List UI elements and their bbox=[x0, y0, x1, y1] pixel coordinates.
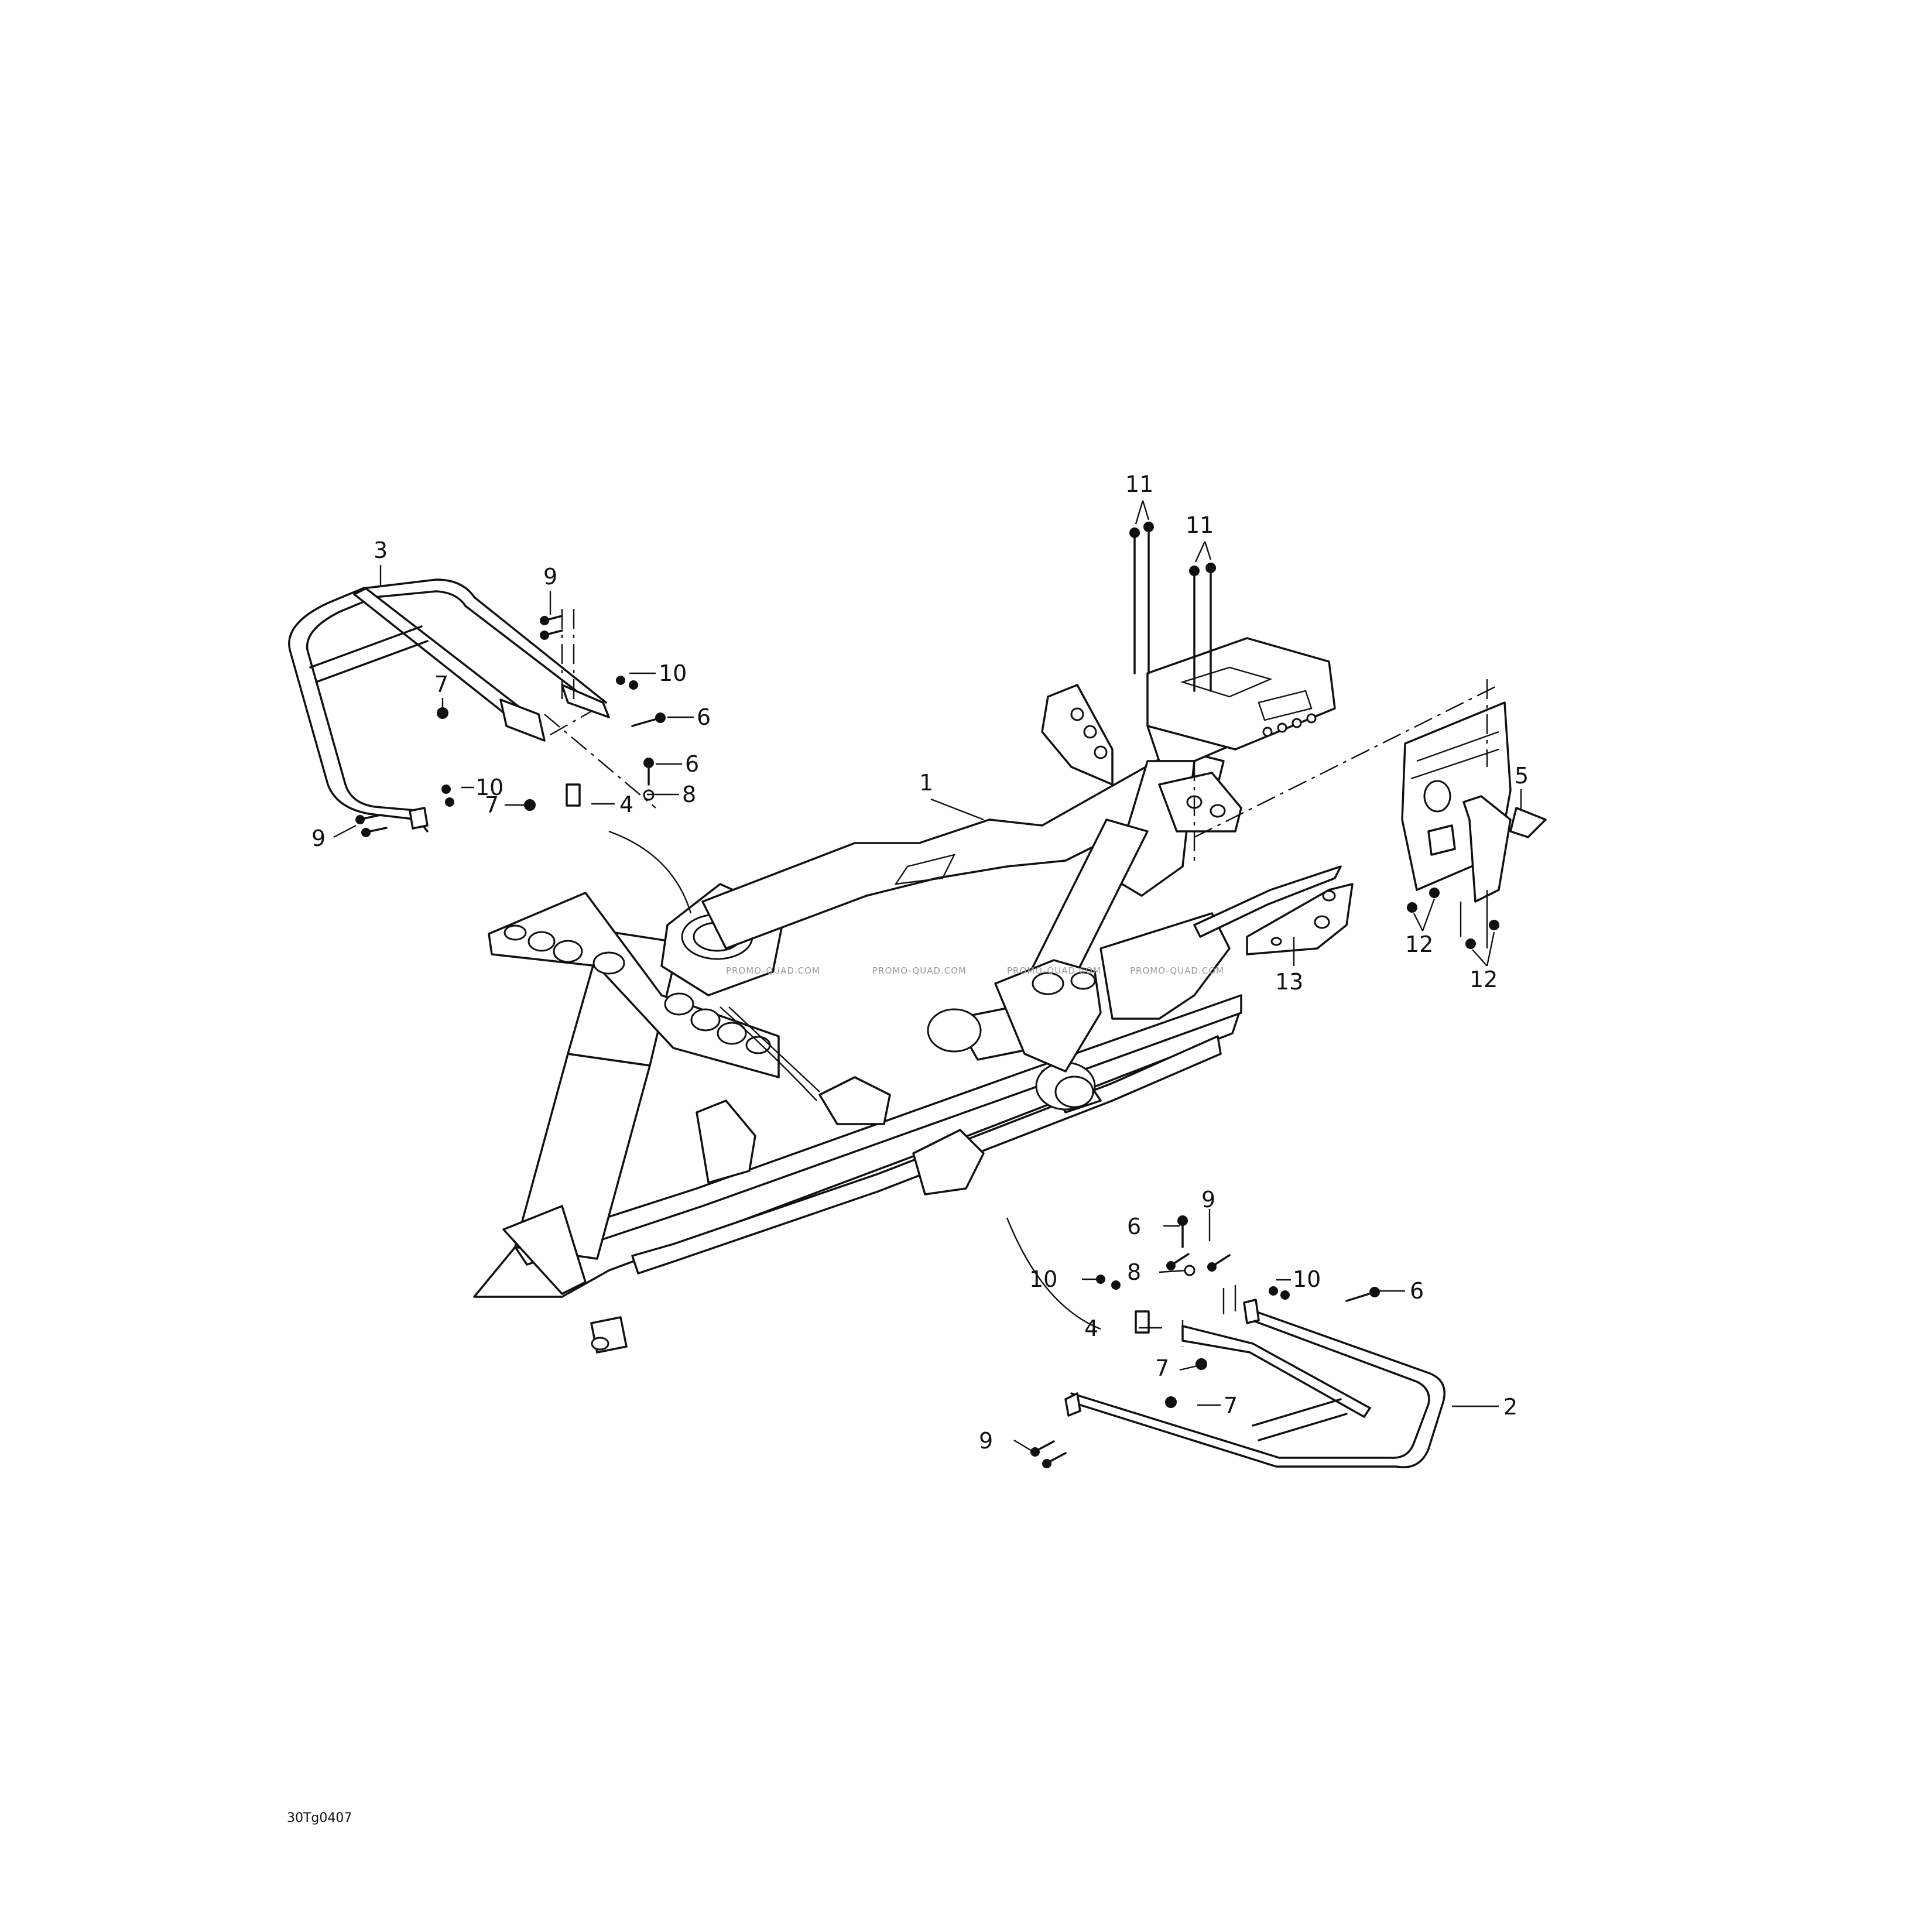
bolt-11 bbox=[1205, 563, 1216, 692]
callout-9: 9 bbox=[543, 564, 557, 590]
bolt-9 bbox=[1042, 1452, 1067, 1468]
callout-7: 7 bbox=[485, 792, 499, 818]
callout-12: 12 bbox=[1469, 967, 1498, 992]
callout-10: 10 bbox=[475, 775, 503, 800]
callout-9: 9 bbox=[311, 825, 326, 851]
washer-8 bbox=[1184, 1265, 1195, 1276]
callout-3: 3 bbox=[374, 537, 388, 563]
callout-9: 9 bbox=[1201, 1187, 1215, 1212]
rack-part-3 bbox=[288, 578, 656, 833]
callout-9: 9 bbox=[979, 1428, 993, 1454]
nut-10 bbox=[445, 797, 454, 807]
bolt-9 bbox=[361, 827, 388, 837]
nut-7 bbox=[524, 799, 536, 811]
bolt-9 bbox=[355, 814, 382, 824]
watermark-text: PROMO-QUAD.COM bbox=[726, 965, 820, 976]
nut-10 bbox=[1111, 1280, 1121, 1290]
bolt-11 bbox=[1129, 527, 1140, 674]
nut-10 bbox=[629, 680, 638, 690]
callout-11: 11 bbox=[1125, 471, 1153, 497]
callout-10: 10 bbox=[1029, 1266, 1057, 1292]
nut-12 bbox=[1407, 902, 1417, 913]
rack-part-2 bbox=[1064, 1285, 1445, 1468]
callout-8: 8 bbox=[1127, 1259, 1141, 1285]
callout-10: 10 bbox=[1293, 1266, 1321, 1292]
callout-6: 6 bbox=[1410, 1278, 1424, 1304]
callout-11: 11 bbox=[1186, 512, 1214, 538]
callout-6: 6 bbox=[1127, 1214, 1141, 1239]
nut-7 bbox=[1165, 1396, 1177, 1408]
bolt-9 bbox=[1166, 1253, 1190, 1270]
callout-7: 7 bbox=[434, 672, 448, 697]
watermark-text: PROMO-QUAD.COM bbox=[1130, 965, 1224, 976]
callout-7: 7 bbox=[1224, 1393, 1238, 1419]
callout-10: 10 bbox=[659, 660, 687, 686]
bolt-9 bbox=[540, 629, 563, 640]
nut-12 bbox=[1429, 888, 1440, 898]
callout-2: 2 bbox=[1503, 1394, 1517, 1420]
callout-5: 5 bbox=[1515, 763, 1529, 789]
callout-6: 6 bbox=[697, 704, 711, 730]
callout-1: 1 bbox=[919, 770, 933, 796]
nut-10 bbox=[1269, 1286, 1278, 1296]
bracket-part-5 bbox=[1194, 679, 1547, 948]
nut-7 bbox=[437, 707, 448, 719]
nut-7 bbox=[1195, 1358, 1207, 1370]
callouts: 1 2 3 4 4 5 6 6 6 6 7 7 7 7 8 8 9 9 9 9 … bbox=[311, 471, 1529, 1454]
callout-12: 12 bbox=[1405, 931, 1433, 957]
leader-lines bbox=[333, 500, 1522, 1452]
spacer-4 bbox=[566, 783, 581, 807]
nut-10 bbox=[616, 676, 625, 685]
watermark-text: PROMO-QUAD.COM bbox=[1007, 965, 1101, 976]
main-frame: PROMO-QUAD.COM PROMO-QUAD.COM PROMO-QUAD… bbox=[473, 637, 1336, 1354]
callout-4: 4 bbox=[1084, 1316, 1098, 1341]
bolt-6 bbox=[643, 758, 654, 786]
callout-7: 7 bbox=[1155, 1355, 1169, 1381]
nut-12 bbox=[1489, 920, 1499, 930]
watermark-text: PROMO-QUAD.COM bbox=[872, 965, 967, 976]
callout-4: 4 bbox=[619, 792, 633, 817]
nut-10 bbox=[441, 785, 451, 794]
bolt-9 bbox=[1207, 1254, 1231, 1272]
nut-10 bbox=[1280, 1290, 1290, 1300]
callout-13: 13 bbox=[1275, 969, 1303, 995]
plates-part-13 bbox=[1193, 865, 1354, 955]
bolt-6 bbox=[1177, 1215, 1188, 1248]
fasteners bbox=[355, 522, 1499, 1468]
nut-12 bbox=[1465, 938, 1476, 949]
callout-8: 8 bbox=[682, 782, 696, 807]
nut-10 bbox=[1096, 1275, 1105, 1284]
drawing-number: 30Tg0407 bbox=[287, 1811, 352, 1825]
bolt-6 bbox=[1345, 1287, 1380, 1302]
bolt-9 bbox=[1030, 1440, 1055, 1457]
bolt-11 bbox=[1143, 522, 1154, 674]
bolt-6 bbox=[631, 712, 666, 727]
bolt-11 bbox=[1189, 566, 1200, 692]
bolt-9 bbox=[540, 615, 563, 625]
callout-6: 6 bbox=[685, 751, 699, 777]
spacer-4 bbox=[1135, 1310, 1150, 1334]
